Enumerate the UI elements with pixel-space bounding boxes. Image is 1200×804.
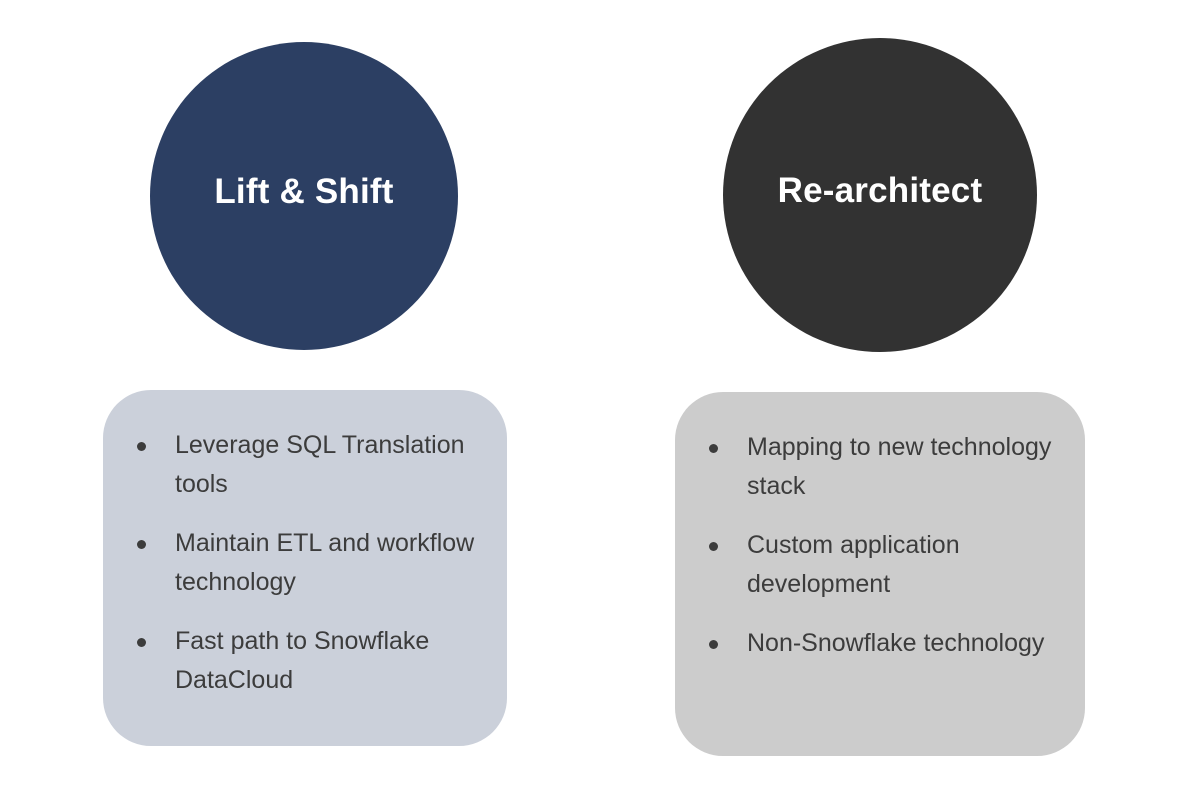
list-item-text: Custom application development [747,531,960,598]
bullet-icon [137,638,146,647]
bullet-icon [709,640,718,649]
list-item-text: Maintain ETL and workflow technology [175,529,475,596]
list-item: Fast path to Snowflake DataCloud [135,622,477,700]
list-item: Non-Snowflake technology [707,624,1055,663]
lift-and-shift-card: Leverage SQL Translation tools Maintain … [103,390,507,746]
re-architect-title: Re-architect [777,171,983,210]
lift-and-shift-circle: Lift & Shift [150,42,458,350]
list-item: Leverage SQL Translation tools [135,426,477,504]
list-item-text: Leverage SQL Translation tools [175,431,465,498]
re-architect-list: Mapping to new technology stack Custom a… [707,428,1055,663]
lift-and-shift-list: Leverage SQL Translation tools Maintain … [135,426,477,700]
list-item-text: Fast path to Snowflake DataCloud [175,627,430,694]
bullet-icon [709,444,718,453]
bullet-icon [137,540,146,549]
bullet-icon [137,442,146,451]
list-item-text: Non-Snowflake technology [747,629,1045,657]
list-item: Mapping to new technology stack [707,428,1055,506]
re-architect-circle: Re-architect [723,38,1037,352]
list-item-text: Mapping to new technology stack [747,433,1052,500]
bullet-icon [709,542,718,551]
re-architect-card: Mapping to new technology stack Custom a… [675,392,1085,756]
list-item: Maintain ETL and workflow technology [135,524,477,602]
list-item: Custom application development [707,526,1055,604]
lift-and-shift-title: Lift & Shift [214,172,394,211]
